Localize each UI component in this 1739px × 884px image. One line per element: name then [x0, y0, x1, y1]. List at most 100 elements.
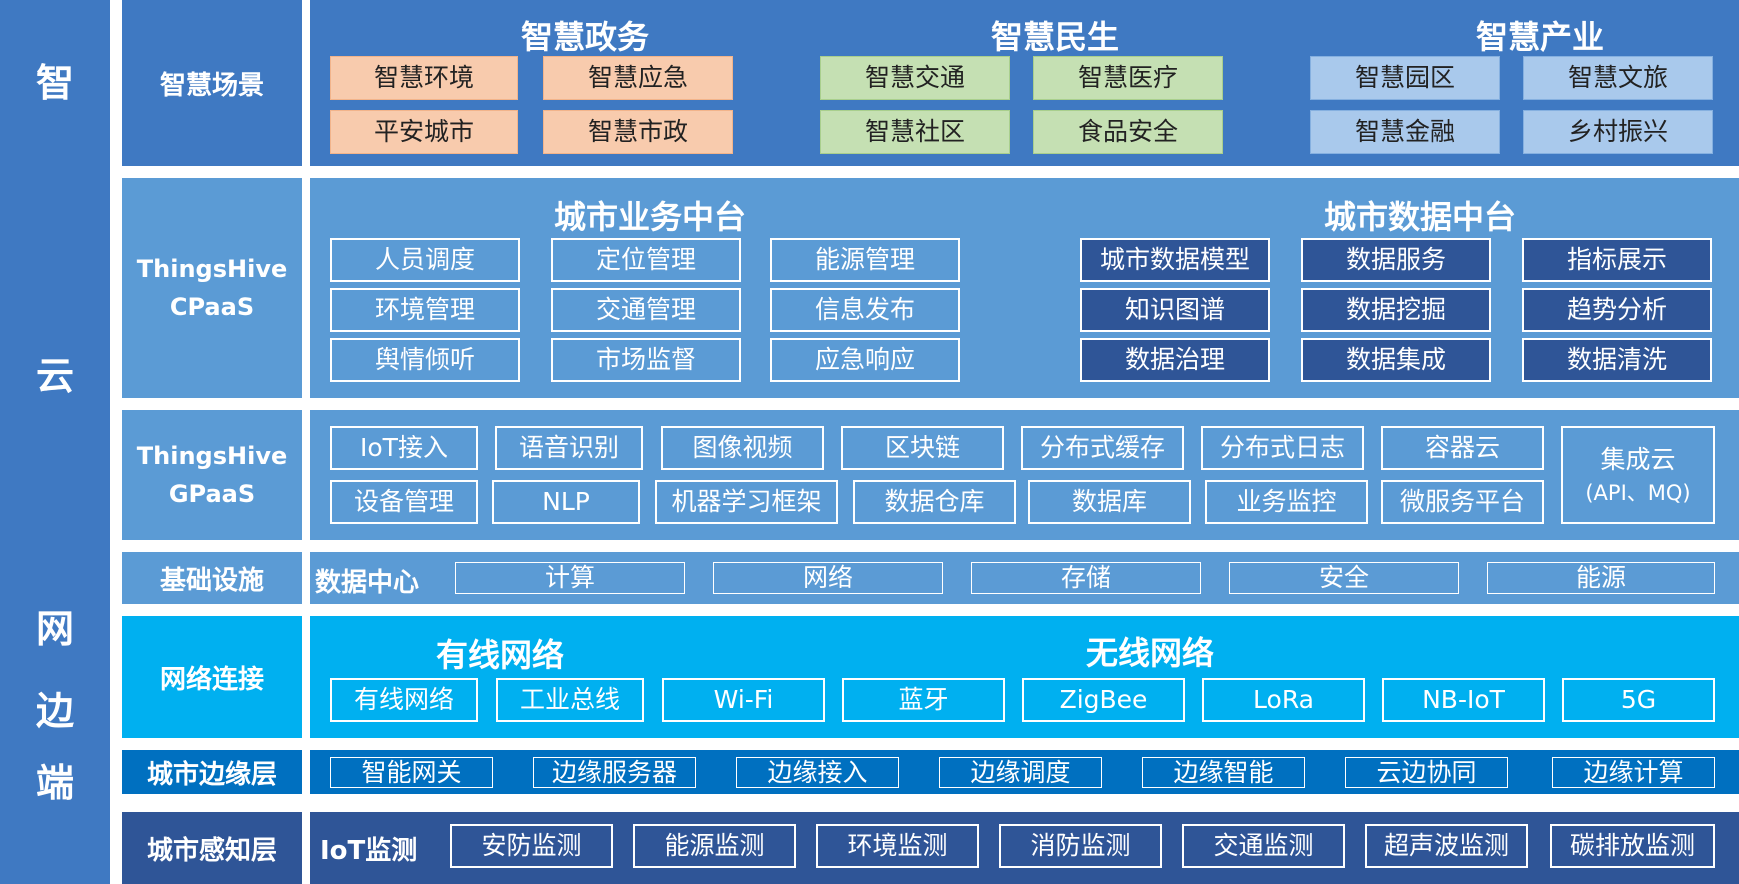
data-item: 数据治理: [1080, 338, 1270, 382]
data-item: 数据清洗: [1522, 338, 1712, 382]
data-item: 指标展示: [1522, 238, 1712, 282]
gpaas-label-line2: GPaaS: [168, 480, 256, 508]
infra-item: 网络: [713, 562, 943, 594]
business-item: 交通管理: [551, 288, 741, 332]
infra-item: 能源: [1487, 562, 1715, 594]
edge-label: 城市边缘层: [146, 759, 277, 790]
data-item: 数据集成: [1301, 338, 1491, 382]
left-char-yun: 云: [35, 354, 74, 398]
scene-item: 平安城市: [330, 110, 518, 154]
sensing-item: 超声波监测: [1365, 824, 1528, 868]
gpaas-item: 分布式缓存: [1021, 426, 1184, 470]
edge-item: 边缘调度: [939, 757, 1102, 788]
sensing-item: 碳排放监测: [1550, 824, 1715, 868]
left-column: 智 云 网 边 端: [0, 0, 110, 884]
data-item: 城市数据模型: [1080, 238, 1270, 282]
edge-item: 边缘服务器: [533, 757, 696, 788]
sensing-item: 消防监测: [999, 824, 1162, 868]
business-item: 环境管理: [330, 288, 520, 332]
scenes-label: 智慧场景: [159, 70, 264, 101]
scene-item: 智慧社区: [820, 110, 1010, 154]
cpaas-panel: 城市业务中台 城市数据中台 人员调度 定位管理 能源管理 环境管理 交通管理 信…: [310, 178, 1739, 398]
edge-panel: 智能网关 边缘服务器 边缘接入 边缘调度 边缘智能 云边协同 边缘计算: [310, 750, 1739, 794]
wired-network-title: 有线网络: [435, 636, 564, 674]
sensing-item: 安防监测: [450, 824, 613, 868]
edge-item: 边缘计算: [1552, 757, 1715, 788]
business-item: 市场监督: [551, 338, 741, 382]
scene-item: 智慧园区: [1310, 56, 1500, 100]
infra-label: 基础设施: [159, 565, 264, 596]
iot-monitor-title: IoT监测: [320, 836, 418, 866]
data-platform-title: 城市数据中台: [1323, 198, 1516, 236]
network-label: 网络连接: [159, 664, 264, 695]
business-platform-title: 城市业务中台: [553, 198, 746, 236]
edge-item: 边缘智能: [1142, 757, 1305, 788]
gpaas-label-bg: [122, 410, 302, 540]
sensing-label: 城市感知层: [146, 835, 277, 866]
gpaas-item: 语音识别: [495, 426, 643, 470]
gpaas-item: NLP: [492, 480, 640, 524]
edge-item: 边缘接入: [736, 757, 899, 788]
scene-item: 食品安全: [1033, 110, 1223, 154]
gpaas-panel: IoT接入 语音识别 图像视频 区块链 分布式缓存 分布式日志 容器云 设备管理…: [310, 410, 1739, 540]
gpaas-item: 微服务平台: [1381, 480, 1544, 524]
scene-item: 智慧应急: [543, 56, 733, 100]
gpaas-item: 设备管理: [330, 480, 478, 524]
infra-panel: 数据中心 计算 网络 存储 安全 能源: [310, 552, 1739, 604]
scenes-panel: 智慧政务 智慧民生 智慧产业 智慧环境 智慧应急 平安城市 智慧市政 智慧交通 …: [310, 0, 1739, 166]
sensing-item: 交通监测: [1182, 824, 1345, 868]
business-item: 应急响应: [770, 338, 960, 382]
scene-item: 智慧金融: [1310, 110, 1500, 154]
data-item: 数据服务: [1301, 238, 1491, 282]
gpaas-item: 业务监控: [1205, 480, 1368, 524]
network-item: 5G: [1562, 678, 1715, 722]
infra-item: 存储: [971, 562, 1201, 594]
gpaas-item: IoT接入: [330, 426, 478, 470]
scene-item: 乡村振兴: [1523, 110, 1713, 154]
gpaas-label-line1: ThingsHive: [136, 441, 288, 470]
integration-cloud-subtitle: (API、MQ): [1585, 480, 1691, 505]
data-item: 数据挖掘: [1301, 288, 1491, 332]
cpaas-label-bg: [122, 178, 302, 398]
edge-label-bg: [122, 750, 302, 794]
left-char-bian: 边: [35, 689, 74, 733]
gpaas-item: 分布式日志: [1201, 426, 1364, 470]
network-item: 蓝牙: [842, 678, 1005, 722]
gpaas-item: 图像视频: [661, 426, 824, 470]
infra-item: 计算: [455, 562, 685, 594]
sensing-item: 环境监测: [816, 824, 979, 868]
business-item: 人员调度: [330, 238, 520, 282]
scene-group-title-industry: 智慧产业: [1475, 18, 1604, 56]
edge-item: 云边协同: [1345, 757, 1508, 788]
network-item: 有线网络: [330, 678, 478, 722]
cpaas-label: ThingsHive CPaaS: [122, 178, 302, 398]
left-char-wang: 网: [35, 607, 74, 651]
scene-item: 智慧医疗: [1033, 56, 1223, 100]
scene-item: 智慧市政: [543, 110, 733, 154]
integration-cloud-box: 集成云 (API、MQ): [1561, 426, 1715, 524]
sensing-panel: IoT监测 安防监测 能源监测 环境监测 消防监测 交通监测 超声波监测 碳排放…: [310, 812, 1739, 884]
network-label-bg: [122, 616, 302, 738]
gpaas-item: 机器学习框架: [655, 480, 838, 524]
left-char-zhi: 智: [35, 61, 74, 105]
wireless-network-title: 无线网络: [1085, 634, 1214, 672]
infra-label-bg: [122, 552, 302, 604]
data-item: 知识图谱: [1080, 288, 1270, 332]
business-item: 能源管理: [770, 238, 960, 282]
cpaas-label-line2: CPaaS: [169, 293, 255, 321]
gpaas-item: 区块链: [841, 426, 1004, 470]
scene-item: 智慧交通: [820, 56, 1010, 100]
infra-item: 安全: [1229, 562, 1459, 594]
scene-group-title-livelihood: 智慧民生: [990, 18, 1119, 56]
gpaas-item: 数据库: [1028, 480, 1191, 524]
sensing-label-bg: [122, 812, 302, 884]
network-item: ZigBee: [1022, 678, 1185, 722]
network-item: NB-IoT: [1382, 678, 1545, 722]
integration-cloud-title: 集成云: [1600, 445, 1676, 475]
scenes-label-bg: [122, 0, 302, 166]
data-center-title: 数据中心: [315, 568, 420, 598]
business-item: 舆情倾听: [330, 338, 520, 382]
gpaas-item: 数据仓库: [853, 480, 1016, 524]
gpaas-label: ThingsHive GPaaS: [122, 410, 302, 540]
scene-item: 智慧文旅: [1523, 56, 1713, 100]
